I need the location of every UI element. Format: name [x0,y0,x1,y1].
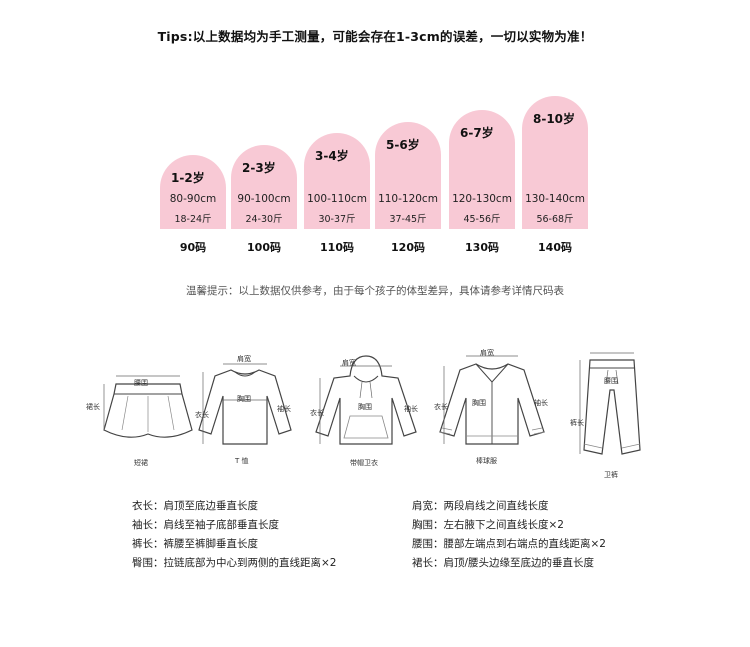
definition-item: 胸围：左右腋下之间直线长度×2 [412,519,564,531]
jacket-label-length: 衣长 [434,403,448,411]
size-age: 1-2岁 [171,171,205,185]
pants-name: 卫裤 [604,471,618,479]
hoodie-label-sleeve: 袖长 [404,405,418,413]
size-age: 6-7岁 [460,126,494,140]
size-card-background [522,96,588,229]
size-weight: 24-30斤 [245,214,283,225]
jacket-name: 棒球服 [476,457,497,465]
size-card-background [375,122,441,229]
definitions-left: 衣长：肩顶至底边垂直长度 袖长：肩线至袖子底部垂直长度 裤长：裤腰至裤脚垂直长度… [132,497,336,573]
skirt-label-waist: 腰围 [134,379,148,387]
size-age: 5-6岁 [386,138,420,152]
size-weight: 37-45斤 [389,214,427,225]
size-card: 8-10岁 130-140cm 56-68斤 140码 [522,96,588,257]
hoodie-label-chest: 胸围 [358,403,372,411]
size-height: 90-100cm [237,193,291,205]
size-card: 5-6岁 110-120cm 37-45斤 120码 [375,122,441,257]
size-age: 2-3岁 [242,161,276,175]
jacket-label-shoulder: 肩宽 [480,349,494,357]
size-code: 90码 [179,241,207,254]
size-age: 8-10岁 [533,112,576,126]
pants-label-length: 裤长 [570,419,584,427]
size-weight: 18-24斤 [174,214,212,225]
pants-diagram: 腰围 裤长 卫裤 [570,350,648,479]
definition-item: 裤长：裤腰至裤脚垂直长度 [132,538,258,550]
tshirt-label-length: 衣长 [195,411,209,419]
tshirt-name: T 恤 [235,457,249,465]
skirt-label-length: 裙长 [86,403,100,411]
size-card: 6-7岁 120-130cm 45-56斤 130码 [449,110,515,257]
reminder-note: 温馨提示：以上数据仅供参考，由于每个孩子的体型差异，具体请参考详情尺码表 [186,285,564,297]
size-height: 110-120cm [378,193,438,205]
size-card: 3-4岁 100-110cm 30-37斤 110码 [304,133,370,257]
size-card-background [231,145,297,229]
tshirt-label-sleeve: 袖长 [277,405,291,413]
tips-text: Tips:以上数据均为手工测量，可能会存在1-3cm的误差，一切以实物为准！ [157,29,593,44]
size-card-background [160,155,226,229]
tshirt-label-shoulder: 肩宽 [237,355,251,363]
size-card-background [449,110,515,229]
skirt-diagram: 腰围 裙长 短裙 [86,372,198,467]
baseball-jacket-diagram: 肩宽 胸围 衣长 袖长 棒球服 [434,349,548,465]
size-weight: 30-37斤 [318,214,356,225]
tshirt-diagram: 肩宽 胸围 衣长 袖长 T 恤 [195,355,295,465]
hoodie-name: 带帽卫衣 [350,459,378,467]
hoodie-diagram: 肩宽 胸围 衣长 袖长 带帽卫衣 [310,354,420,467]
size-card: 1-2岁 80-90cm 18-24斤 90码 [160,155,226,257]
size-code: 100码 [247,241,281,254]
size-age: 3-4岁 [315,149,349,163]
size-code: 130码 [465,241,499,254]
size-card: 2-3岁 90-100cm 24-30斤 100码 [231,145,297,257]
jacket-label-sleeve: 袖长 [534,399,548,407]
size-weight: 56-68斤 [536,214,574,225]
definitions-right: 肩宽：两段肩线之间直线长度 胸围：左右腋下之间直线长度×2 腰围：腰部左端点到右… [412,497,606,573]
hoodie-label-length: 衣长 [310,409,324,417]
size-height: 80-90cm [169,193,217,205]
definition-item: 衣长：肩顶至底边垂直长度 [132,500,258,512]
definition-item: 袖长：肩线至袖子底部垂直长度 [132,519,279,531]
skirt-name: 短裙 [134,459,148,467]
size-code: 110码 [320,241,354,254]
size-height: 120-130cm [452,193,512,205]
definition-item: 臀围：拉链底部为中心到两侧的直线距离×2 [132,557,337,569]
size-height: 100-110cm [307,193,367,205]
definition-item: 腰围：腰部左端点到右端点的直线距离×2 [412,538,606,550]
definition-item: 裙长：肩顶/腰头边缘至底边的垂直长度 [412,557,595,569]
size-card-background [304,133,370,229]
hoodie-label-shoulder: 肩宽 [342,359,356,367]
pants-label-waist: 腰围 [604,377,618,385]
size-code: 140码 [538,241,572,254]
jacket-label-chest: 胸围 [472,399,486,407]
size-code: 120码 [391,241,425,254]
size-weight: 45-56斤 [463,214,501,225]
tshirt-label-chest: 胸围 [237,395,251,403]
size-height: 130-140cm [525,193,585,205]
definition-item: 肩宽：两段肩线之间直线长度 [412,500,549,512]
